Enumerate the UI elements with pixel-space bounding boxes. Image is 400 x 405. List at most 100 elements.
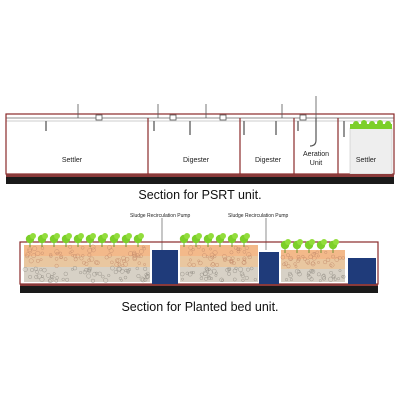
media-pebble — [79, 256, 84, 261]
media-pebble — [87, 248, 93, 254]
pipe-fitting — [299, 114, 307, 121]
media-pebble — [89, 256, 95, 262]
media-pebble — [337, 277, 340, 281]
media-pebble — [71, 267, 74, 271]
media-pebble — [315, 250, 319, 254]
bed-1-top-media — [24, 245, 150, 256]
media-pebble — [27, 248, 33, 254]
media-pebble — [289, 278, 293, 282]
media-pebble — [70, 249, 74, 253]
media-pebble — [49, 254, 53, 258]
media-pebble — [28, 258, 34, 264]
media-pebble — [90, 244, 96, 250]
plant — [328, 239, 339, 253]
media-pebble — [337, 256, 342, 261]
media-pebble — [232, 261, 236, 266]
pump-tank-2 — [259, 252, 279, 284]
media-pebble — [296, 255, 301, 259]
plant — [215, 233, 226, 247]
media-pebble — [124, 268, 128, 273]
media-pebble — [187, 262, 192, 267]
media-pebble — [211, 262, 215, 266]
media-pebble — [73, 257, 78, 262]
pump-label-1: Sludge Recirculation Pump — [130, 213, 191, 219]
media-pebble — [94, 260, 99, 265]
psrt-ground — [6, 177, 394, 184]
media-pebble — [188, 250, 193, 256]
plant — [191, 233, 202, 247]
plant — [85, 233, 96, 247]
plant — [361, 120, 367, 126]
media-pebble — [117, 262, 122, 267]
media-pebble — [140, 277, 146, 283]
media-pebble — [75, 253, 80, 259]
media-pebble — [286, 264, 291, 269]
media-pebble — [71, 254, 75, 257]
media-pebble — [139, 276, 145, 282]
media-pebble — [45, 272, 51, 278]
media-pebble — [115, 258, 120, 263]
media-pebble — [118, 276, 122, 280]
settler-media-fill — [349, 127, 393, 175]
media-pebble — [306, 273, 310, 277]
media-pebble — [28, 275, 32, 279]
media-pebble — [80, 246, 85, 250]
media-pebble — [223, 258, 227, 262]
media-pebble — [241, 260, 247, 265]
media-pebble — [31, 253, 36, 258]
label-unit: Unit — [310, 160, 323, 167]
plant — [133, 233, 144, 247]
media-pebble — [191, 262, 196, 268]
media-pebble — [42, 268, 47, 273]
media-pebble — [113, 270, 118, 274]
media-pebble — [331, 275, 335, 279]
media-pebble — [240, 273, 245, 278]
media-pebble — [323, 260, 328, 265]
media-pebble — [49, 253, 53, 257]
plant — [385, 121, 391, 127]
media-pebble — [214, 271, 218, 275]
end-tank — [348, 258, 376, 284]
plant — [73, 233, 84, 247]
psrt-section: Settler Digester Digester Aeration Unit … — [5, 96, 395, 184]
media-pebble — [204, 276, 208, 281]
media-pebble — [238, 247, 242, 251]
media-pebble — [107, 245, 112, 250]
label-digester-2: Digester — [255, 157, 282, 164]
bed-2-mid-media — [180, 256, 258, 267]
plant — [292, 239, 303, 253]
media-pebble — [329, 264, 333, 267]
pipe-fitting — [169, 114, 177, 121]
media-pebble — [317, 261, 320, 264]
bed-2-top-media — [180, 245, 258, 256]
media-pebble — [232, 268, 238, 274]
media-pebble — [242, 256, 247, 261]
planted-bed-caption: Section for Planted bed unit. — [121, 300, 279, 314]
media-pebble — [91, 247, 96, 253]
media-pebble — [311, 252, 316, 257]
media-pebble — [328, 276, 334, 282]
bed-3-mid-media — [281, 259, 345, 269]
media-pebble — [223, 257, 227, 261]
media-pebble — [63, 257, 68, 261]
media-pebble — [297, 272, 302, 277]
media-pebble — [54, 279, 59, 283]
media-pebble — [205, 267, 210, 272]
media-pebble — [199, 276, 203, 281]
media-pebble — [236, 246, 240, 251]
media-pebble — [333, 277, 337, 281]
media-pebble — [207, 275, 212, 280]
label-settler-2: Settler — [356, 157, 377, 164]
media-pebble — [50, 275, 54, 279]
media-pebble — [41, 275, 44, 278]
media-pebble — [73, 254, 78, 259]
label-aeration: Aeration — [303, 151, 329, 158]
media-pebble — [92, 271, 97, 277]
plant — [227, 233, 238, 247]
media-pebble — [288, 273, 293, 278]
media-pebble — [221, 254, 227, 259]
bed-ground-band — [20, 284, 378, 286]
media-pebble — [61, 277, 65, 281]
plants — [25, 233, 339, 253]
